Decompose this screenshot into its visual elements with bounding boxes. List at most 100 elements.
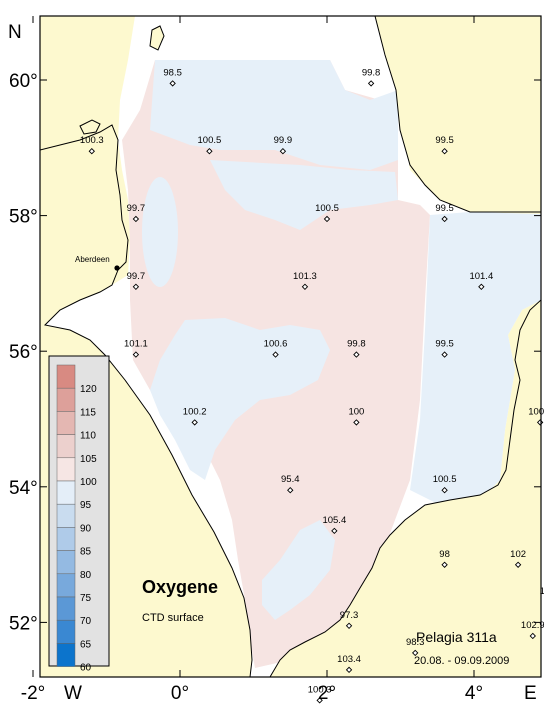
station-value: 101.3 [293,271,317,282]
station-marker [206,148,213,155]
map-frame [39,15,542,678]
station-markers: 98.599.8100.5100.3100.599.999.599.299.71… [80,67,544,704]
station-value: 100.6 [264,339,288,350]
station-value: 105.4 [322,515,346,526]
station-value: 100.3 [308,684,332,695]
station-value: 101.4 [469,271,493,282]
station-value: 98 [439,549,450,560]
lat-tick-label: 58° [9,207,38,228]
station-value: 99.7 [127,271,146,282]
station-marker [301,283,309,290]
station-marker [191,419,198,426]
oxygen-zone-below-100-south [262,520,335,620]
norway-coast [374,16,541,213]
map-subtitle: CTD surface [142,612,204,624]
station-marker [331,527,338,535]
legend-swatch [56,619,76,644]
lat-tick-label: 60° [9,71,38,92]
legend-level-label: 100 [80,477,97,488]
city-label-aberdeen: Aberdeen [75,255,110,264]
station-marker [514,561,522,568]
legend-level-label: 90 [80,523,92,534]
legend-swatch [56,480,76,505]
legend-swatch [56,387,76,412]
legend-swatch [56,503,76,528]
oxygen-zone-below-100-central [210,160,398,230]
map-area [40,16,541,677]
station-value: 98.5 [163,67,182,78]
station-value: 100 [348,406,364,417]
station-value: 99.9 [274,135,293,146]
legend-level-label: 65 [80,639,92,650]
station-marker [287,487,294,494]
legend-swatch [56,434,76,459]
station-value: 100.5 [315,203,339,214]
station-marker [478,283,485,290]
lat-tick-label: 52° [9,613,38,634]
legend-level-label: 115 [80,407,96,418]
lat-tick-label: 56° [9,342,38,363]
legend-swatch [56,573,76,598]
station-marker [441,148,448,155]
station-marker [367,80,375,87]
station-marker [132,215,140,223]
oxygen-zone-below-100-middle [150,318,330,480]
station-marker [316,697,323,704]
station-value: 99.8 [347,339,366,350]
station-value: 105 [540,586,544,597]
north-label: N [8,22,22,43]
legend-level-label: 80 [80,570,92,581]
continental-coast [269,299,541,677]
station-value: 101.1 [124,339,148,350]
station-value: 99.7 [127,203,146,214]
legend-swatch [56,364,76,389]
station-marker [272,351,279,358]
legend-level-label: 105 [80,454,97,465]
station-value: 100.2 [183,406,207,417]
legend-level-label: 110 [80,431,96,442]
station-marker [132,283,140,290]
station-value: 97.3 [340,610,359,621]
cruise-label: Pelagia 311a [416,629,497,645]
legend-swatch [56,457,76,482]
station-value: 98.3 [406,637,425,648]
station-marker [529,632,536,640]
legend-swatch [56,596,76,621]
station-value: 100.3 [80,135,104,146]
station-marker [279,148,287,155]
station-marker [323,215,331,223]
legend-level-label: 120 [80,384,97,395]
west-label: W [64,683,82,704]
legend-swatch [56,411,76,435]
legend-level-label: 60 [80,663,92,674]
station-value: 99.5 [435,203,454,214]
legend-swatch [56,643,76,667]
lon-tick-label: -2° [21,683,46,704]
station-value: 99.8 [362,67,381,78]
legend-level-label: 75 [80,593,92,604]
lon-tick-label: 4° [465,683,483,704]
legend-swatch [56,527,76,551]
map-title: Oxygene [142,577,218,597]
legend-level-label: 70 [80,616,92,627]
station-marker [412,649,419,657]
lon-tick-label: 2° [318,683,336,704]
station-value: 99.5 [435,135,454,146]
cruise-dates: 20.08. - 09.09.2009 [414,655,509,667]
lon-tick-label: 0° [171,683,189,704]
shetland-islands [149,25,165,51]
station-value: 102.9 [521,620,544,631]
oxygen-zone-below-100-west [142,177,178,287]
oxygen-zone-below-100-north [150,60,398,170]
oxygen-zone-below-100-east [410,212,541,505]
station-value: 103.4 [337,654,361,665]
axis-ticks: -4°-2°0°2°4°6°8°60°58°56°54°52° [9,16,541,704]
station-marker [441,351,448,358]
lat-tick-label: 54° [9,478,38,499]
station-marker [441,561,448,568]
station-marker [88,148,95,155]
station-value: 95.4 [281,474,300,485]
legend-level-label: 85 [80,547,92,558]
station-value: 99.5 [435,339,454,350]
